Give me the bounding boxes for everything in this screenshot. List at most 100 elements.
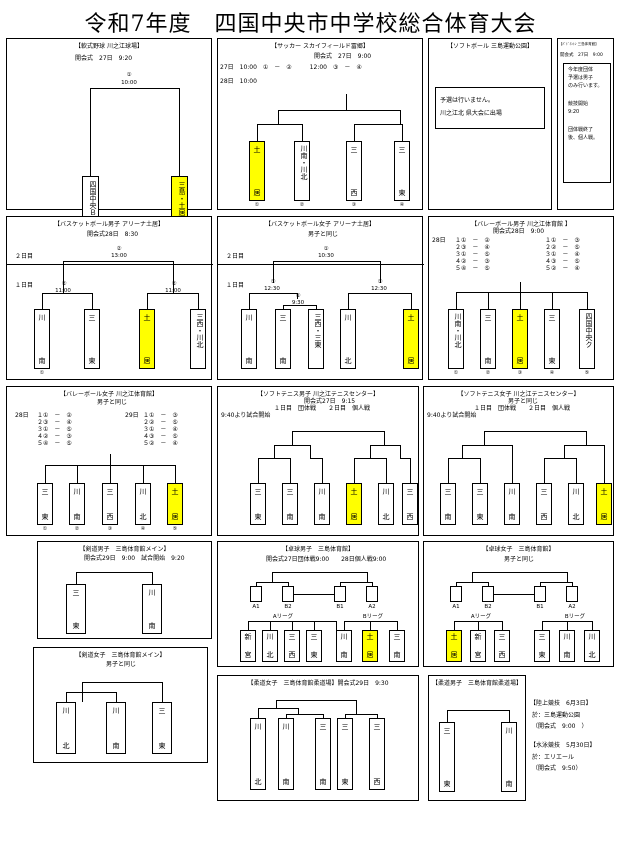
seed-number: ④ [399,202,405,208]
bracket-line [175,465,176,483]
match-line: ４② － ③ [455,258,490,265]
info-text: 男子と同じ [504,556,535,563]
bracket-line [152,572,153,584]
panel-heading: 【柔道女子 三島体育館柔道場】開会式29日 9:30 [247,680,389,687]
note-line: 川之江北 県大会に出場 [440,110,502,117]
bracket-line [400,445,401,458]
team-name: 土 [450,633,458,641]
bracket-line [370,445,371,458]
bracket-line [586,431,587,445]
panel-heading: 【ﾊﾞﾄﾞﾐﾝﾄﾝ 三島体育館】 [559,42,599,46]
team-name: 川 [62,707,70,715]
team-name-bottom: 西 [373,778,381,786]
schedule-line: １日目 団体戦 ２日目 個人戦 [474,405,571,412]
team-box: 川北 [56,702,76,754]
team-name-bottom: 北 [139,513,147,521]
day-label: 29日 [125,412,139,419]
team-name-bottom: 北 [62,742,70,750]
slot-box [334,586,346,602]
bracket-line [370,445,400,446]
team-name: 土 [171,488,179,496]
round-time: 10:30 [318,253,334,259]
team-box: 三西 [346,141,362,201]
bracket-line [298,708,299,714]
round-label: ① [323,246,329,252]
league-label: Bリーグ [362,614,384,620]
team-name-bottom: 東 [341,778,349,786]
team-box: 三西 [402,483,418,525]
team-name-bottom: 宮 [474,651,482,659]
bracket-line [456,582,488,583]
team-name-bottom: 東 [443,780,451,788]
team-name-bottom: 北 [588,651,596,659]
panel-heading: 【卓球女子 三島体育館】 [482,546,555,553]
bracket-line [198,293,199,309]
team-name: 土 [350,488,358,496]
seed-number: ③ [107,526,113,532]
team-name-bottom: 東 [254,513,262,521]
team-name-bottom: 西 [498,651,506,659]
team-name: 三 [540,488,548,496]
team-box: 三東 [544,309,560,369]
team-name: 三 [398,146,406,154]
round-label: ② [171,281,177,287]
team-box: 川北 [584,630,600,662]
team-name-bottom: 居 [450,651,458,659]
bracket-line [110,465,111,483]
team-name: 土 [143,314,151,322]
bracket-line [256,582,257,586]
seed-number: ④ [140,526,146,532]
team-name: 川 [38,314,46,322]
team-name: 三 [319,723,327,731]
team-name: 川 [563,633,571,641]
bracket-line [576,458,577,483]
bracket-line [587,292,588,309]
team-box: 川北 [568,483,584,525]
team-name-bottom: 北 [382,513,390,521]
team-name: 三 [406,488,414,496]
bracket-line [520,282,521,292]
bracket-line [288,582,289,586]
team-name-bottom: 宮 [244,651,252,659]
team-box: 川北 [250,718,266,790]
team-box: 川南 [106,702,126,754]
panel-heading: 【剣道男子 三島体育館メイン】 [79,546,170,553]
team-name-bottom: 南 [444,513,452,521]
bracket-line [66,692,67,702]
team-name-bottom: 居 [516,357,524,365]
bracket-line [76,572,77,584]
bracket-line [274,445,275,458]
team-box: 川南 [34,309,50,369]
info-text: 開会式27日団体戦9:00 28日個人戦9:00 [266,556,387,563]
seed-number: ① [254,202,260,208]
team-name-bottom: 居 [366,651,374,659]
match-line: ２② － ⑤ [545,244,580,251]
round-label: ② [116,246,122,252]
panel-basketball-boys: 【バスケットボール男子 アリーナ土居】 開会式28日 8:30 ２日目 １日目 … [6,216,213,380]
day-divider [7,264,213,265]
bracket-line [258,708,298,709]
team-name: 三 [548,314,556,322]
team-name-bottom: 南 [505,780,513,788]
bracket-line [354,124,402,125]
team-box: 三南 [440,483,456,525]
match-line: １① － ② [455,237,490,244]
bracket-line [162,682,163,702]
team-box: 三東 [534,630,550,662]
slot-label: B1 [336,604,344,610]
day-label: ２日目 [226,253,245,260]
team-name-bottom: 北 [254,778,262,786]
seed-number: ③ [351,202,357,208]
match-line: １① － ③ [545,237,580,244]
bracket-line [316,305,317,309]
note-line: 後、個人戦。 [568,135,599,141]
panel-table-tennis-girls: 【卓球女子 三島体育館】 男子と同じ A1 B2 B1 A2 Aリーグ Bリーグ… [423,541,614,667]
bracket-line [372,582,373,586]
bracket-line [472,572,473,582]
panel-heading: 【ソフトテニス女子 川之江テニスセンター】 [457,391,580,398]
slot-box [250,586,262,602]
bracket-line [276,700,356,701]
panel-heading: 【軟式野球 川之江球場】 [75,43,143,50]
team-box: 三東 [84,309,100,369]
bracket-line [484,431,586,432]
